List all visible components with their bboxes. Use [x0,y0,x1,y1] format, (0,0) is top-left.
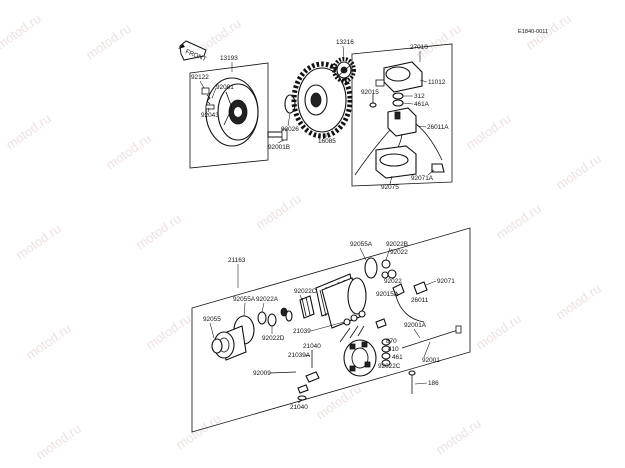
watermark: motod.ru [433,416,484,458]
roller-part [201,87,210,95]
part-label-410: 410 [388,346,399,353]
part-label-92022-b: 92022 [384,278,402,285]
part-label-92022c-top: 92022C [294,288,317,295]
part-label-11012: 11012 [428,79,446,86]
part-label-92071a: 92071A [411,175,434,182]
watermark: motod.ru [0,11,44,53]
part-label-16085: 16085 [318,138,336,145]
part-label-92026: 92026 [281,126,299,133]
watermark: motod.ru [143,311,194,353]
part-label-92122: 92122 [191,74,209,81]
part-label-92015: 92015 [361,89,379,96]
starter-relay-group: 27010 11012 92015 312 461A 26011A 92071A… [351,43,453,191]
watermark: motod.ru [13,221,64,263]
part-label-21040-top: 21040 [303,343,321,350]
part-label-26011: 26011 [411,297,429,304]
part-label-461a: 461A [414,101,430,108]
part-label-21039: 21039 [293,328,311,335]
front-arrow-icon: FRONT [178,40,207,63]
part-label-312: 312 [414,93,425,100]
watermark: motod.ru [173,411,224,453]
watermark: motod.ru [313,381,364,423]
part-label-186: 186 [428,380,439,387]
part-label-13216: 13216 [336,39,354,46]
part-label-92015a: 92015A [376,291,399,298]
part-label-92022b: 92022B [386,241,408,248]
spring-part [205,104,215,110]
watermark: motod.ru [413,21,464,63]
part-label-92022-a: 92022 [390,249,408,256]
starter-motor-group: 21163 92055A 92022B 92022 92022 92071 26… [191,227,471,433]
part-label-92055a-left: 92055A [233,296,256,303]
part-label-870: 870 [386,338,397,345]
watermark: motod.ru [473,311,524,353]
part-label-92001a: 92001A [404,322,427,329]
part-label-92071: 92071 [437,278,455,285]
part-label-21039a: 21039A [288,352,311,359]
part-label-92009: 92009 [253,370,271,377]
watermark: motod.ru [33,421,84,463]
starter-gear-16085 [291,61,353,139]
part-label-92055: 92055 [203,316,221,323]
part-label-92081: 92081 [216,84,234,91]
watermark: motod.ru [553,151,604,193]
part-label-461: 461 [392,354,403,361]
watermark: motod.ru [493,201,544,243]
starter-clutch-group: 13193 92122 92081 92043 92026 92001B 160… [189,39,356,169]
part-label-92022d: 92022D [262,335,285,342]
watermark: motod.ru [23,321,74,363]
part-label-21163: 21163 [228,257,246,264]
diagram-code: E1840-0011 [518,29,548,35]
watermark: motod.ru [3,111,54,153]
part-label-92001b: 92001B [268,144,290,151]
o-ring-92055 [211,338,223,354]
watermark: motod.ru [553,281,604,323]
part-label-92043: 92043 [201,112,219,119]
part-label-21040-bottom: 21040 [290,404,308,411]
watermark: motod.ru [103,131,154,173]
part-label-92055a-top: 92055A [350,241,373,248]
idle-gear-13216 [332,57,356,83]
end-cover-part [339,325,377,377]
relay-body [387,107,417,137]
part-label-92022c-bottom: 92022C [378,363,401,370]
watermark: motod.ru [463,111,514,153]
part-label-92022a: 92022A [256,296,279,303]
part-label-92075: 92075 [381,184,399,191]
watermark: motod.ru [83,21,134,63]
watermark: motod.ru [133,211,184,253]
watermark: motod.ru [253,191,304,233]
part-label-13193: 13193 [220,55,238,62]
part-label-27010: 27010 [410,44,428,51]
part-label-26011a: 26011A [427,124,449,131]
part-label-92001: 92001 [422,357,440,364]
